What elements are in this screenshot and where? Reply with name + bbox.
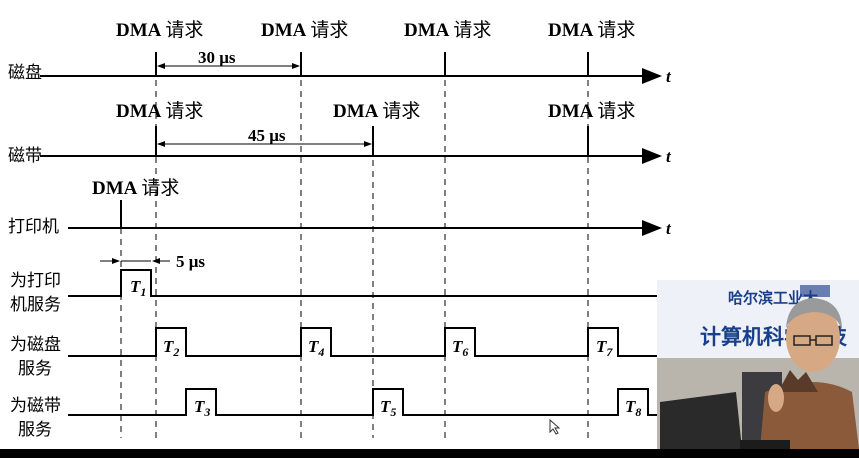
row-label-service-tape-2: 服务 <box>18 420 52 440</box>
row-label-service-printer-2: 机服务 <box>10 295 61 315</box>
banner-emblem <box>800 285 830 297</box>
task-label-t1: T1 <box>130 277 146 299</box>
task-label-t2: T2 <box>163 337 179 359</box>
video-bottom-bar <box>0 449 859 458</box>
row-label-service-disk-2: 服务 <box>18 359 52 379</box>
axis-t-tape: t <box>666 147 672 166</box>
banner-text-university: 哈尔滨工业大 <box>728 289 818 307</box>
axis-t-disk: t <box>666 67 672 86</box>
row-service-disk <box>68 327 660 357</box>
interval-label-printer-service: 5 μs <box>176 252 205 271</box>
mouse-cursor-icon <box>549 418 561 435</box>
task-label-t5: T5 <box>380 397 396 419</box>
row-label-tape: 磁带 <box>8 146 42 166</box>
interval-label-disk: 30 μs <box>198 48 236 67</box>
row-service-tape <box>68 388 660 416</box>
presenter-hair <box>786 298 842 330</box>
task-label-t7: T7 <box>596 337 613 359</box>
task-label-t8: T8 <box>625 397 641 419</box>
row-service-printer <box>68 258 660 297</box>
laptop <box>660 392 742 449</box>
tape-service-waveform <box>68 388 660 416</box>
task-label-t4: T4 <box>308 337 324 359</box>
disk-service-waveform <box>68 327 660 357</box>
presenter-hand <box>768 384 784 412</box>
presenter-shirt <box>760 382 859 449</box>
presenter-face <box>786 304 840 372</box>
row-label-service-tape-1: 为磁带 <box>10 396 61 416</box>
row-label-service-printer-1: 为打印 <box>10 271 61 291</box>
row-label-printer: 打印机 <box>8 217 59 237</box>
task-label-t3: T3 <box>194 397 210 419</box>
interval-label-tape: 45 μs <box>248 126 286 145</box>
row-label-service-disk-1: 为磁盘 <box>10 335 61 355</box>
row-printer <box>68 200 662 236</box>
row-disk <box>40 52 662 84</box>
axis-t-printer: t <box>666 219 672 238</box>
row-tape <box>40 126 662 164</box>
task-label-t6: T6 <box>452 337 468 359</box>
row-label-disk: 磁盘 <box>8 63 42 83</box>
video-overlay: 哈尔滨工业大 计算机科学与技 <box>657 280 859 449</box>
printer-service-waveform <box>68 269 660 297</box>
